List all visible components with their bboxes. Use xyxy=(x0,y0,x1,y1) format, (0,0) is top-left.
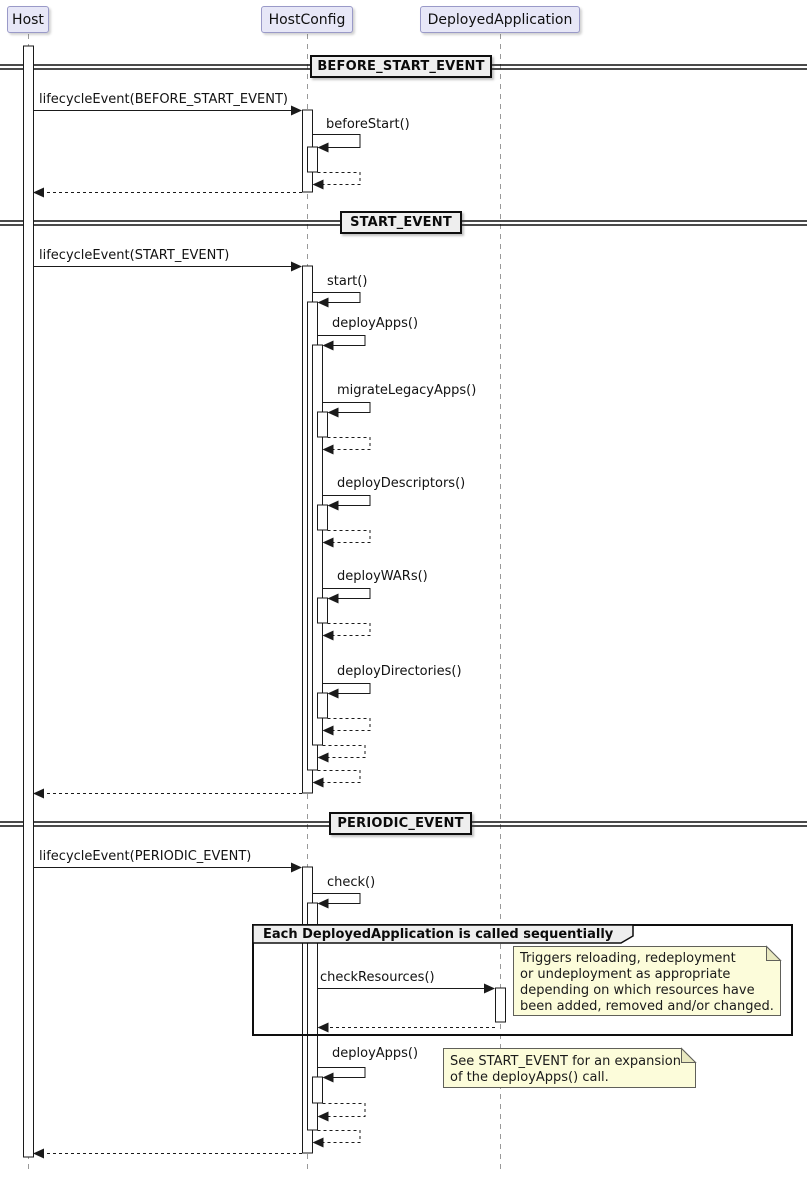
message-label-lifecycle-periodic: lifecycleEvent(PERIODIC_EVENT) xyxy=(39,849,252,864)
message-label-deployapps-periodic: deployApps() xyxy=(332,1046,419,1061)
message-label-deploydescriptors: deployDescriptors() xyxy=(337,476,466,491)
message-label-check: check() xyxy=(327,875,376,890)
divider-start-event: START_EVENT xyxy=(340,211,462,234)
arrowhead-left-icon xyxy=(317,752,329,763)
arrowhead-left-icon xyxy=(322,444,334,455)
arrowhead-left-icon xyxy=(327,688,339,699)
participant-host: Host xyxy=(7,6,49,33)
activation-deployapps-periodic xyxy=(312,1076,323,1104)
arrowhead-right-icon xyxy=(291,862,302,873)
arrowhead-right-icon xyxy=(291,261,302,272)
activation-migratelegacyapps xyxy=(317,411,328,438)
activation-deployapps xyxy=(312,344,323,746)
arrowhead-left-icon xyxy=(317,1022,329,1033)
return-arrows xyxy=(33,172,495,1159)
arrow-deployapps-periodic-self xyxy=(317,1067,366,1083)
arrow-start-self xyxy=(312,292,361,308)
return-lifecycle-start-to-host xyxy=(33,788,302,799)
call-arrows xyxy=(33,105,495,1083)
arrowhead-left-icon xyxy=(317,898,329,909)
note-checkresources xyxy=(513,946,781,1016)
divider-lines xyxy=(0,64,807,827)
return-deploydescriptors xyxy=(322,530,371,548)
arrowhead-left-icon xyxy=(33,1148,44,1159)
activation-deploydirectories xyxy=(317,692,328,719)
return-check xyxy=(312,1130,361,1148)
arrowhead-left-icon xyxy=(312,179,324,190)
arrow-check-self xyxy=(312,893,361,909)
arrowhead-left-icon xyxy=(327,500,339,511)
arrowhead-left-icon xyxy=(322,725,334,736)
note-text-deployapps: See START_EVENT for an expansion of the … xyxy=(450,1054,681,1085)
activation-host xyxy=(23,45,34,1158)
return-deployapps-periodic xyxy=(317,1103,366,1122)
message-label-beforestart: beforeStart() xyxy=(326,117,410,132)
arrowhead-left-icon xyxy=(317,142,329,153)
arrow-lifecycle-before xyxy=(33,105,302,116)
message-label-deployapps: deployApps() xyxy=(332,316,419,331)
note-text-checkresources: Triggers reloading, redeployment or unde… xyxy=(520,951,774,1014)
message-label-deploywars: deployWARs() xyxy=(337,569,428,584)
note-fold-icon xyxy=(681,1047,697,1063)
arrowhead-left-icon xyxy=(327,593,339,604)
arrowhead-left-icon xyxy=(317,1111,329,1122)
arrowhead-left-icon xyxy=(322,340,334,351)
message-label-migratelegacyapps: migrateLegacyApps() xyxy=(337,383,477,398)
return-checkresources xyxy=(317,1022,495,1033)
lifelines xyxy=(28,34,501,1172)
arrowhead-right-icon xyxy=(291,105,302,116)
return-start xyxy=(312,770,361,788)
activation-bars xyxy=(23,45,506,1158)
return-deploywars xyxy=(322,623,371,641)
arrow-checkresources xyxy=(317,983,495,994)
return-lifecycle-periodic-to-host xyxy=(33,1148,302,1159)
arrow-beforestart-self xyxy=(312,134,361,153)
arrowhead-left-icon xyxy=(312,777,324,788)
message-label-deploydirectories: deployDirectories() xyxy=(337,664,462,679)
arrowhead-left-icon xyxy=(327,407,339,418)
divider-before-start-event: BEFORE_START_EVENT xyxy=(310,55,492,78)
message-label-checkresources: checkResources() xyxy=(320,970,435,985)
arrowhead-left-icon xyxy=(33,788,44,799)
arrowhead-left-icon xyxy=(322,537,334,548)
arrow-deploydirectories-self xyxy=(322,683,371,699)
activation-check xyxy=(307,902,318,1131)
arrowhead-left-icon xyxy=(322,1072,334,1083)
arrow-deployapps-self xyxy=(317,335,366,351)
arrow-lifecycle-start xyxy=(33,261,302,272)
group-title-pentagon xyxy=(252,924,634,944)
message-label-lifecycle-before: lifecycleEvent(BEFORE_START_EVENT) xyxy=(39,92,288,107)
participant-hostconfig: HostConfig xyxy=(261,6,353,33)
participant-deployedapplication: DeployedApplication xyxy=(420,6,580,33)
arrowhead-left-icon xyxy=(322,630,334,641)
return-lifecycle-before-to-host xyxy=(33,187,302,198)
arrowhead-right-icon xyxy=(484,983,495,994)
arrow-migratelegacyapps-self xyxy=(322,402,371,418)
return-deploydirectories xyxy=(322,718,371,736)
return-migratelegacyapps xyxy=(322,437,371,455)
arrow-deploydescriptors-self xyxy=(322,495,371,511)
message-label-lifecycle-start: lifecycleEvent(START_EVENT) xyxy=(39,248,230,263)
return-deployapps xyxy=(317,745,366,763)
group-frame xyxy=(252,924,793,1036)
activation-checkresources xyxy=(495,987,506,1023)
arrowhead-left-icon xyxy=(312,1137,324,1148)
arrowhead-left-icon xyxy=(33,187,44,198)
arrowhead-left-icon xyxy=(317,297,329,308)
arrow-lifecycle-periodic xyxy=(33,862,302,873)
activation-deploywars xyxy=(317,597,328,624)
return-beforestart xyxy=(312,172,361,190)
notes xyxy=(443,945,782,1088)
note-fold-icon xyxy=(766,945,782,961)
note-deployapps xyxy=(443,1048,696,1088)
activation-deploydescriptors xyxy=(317,504,328,531)
arrow-deploywars-self xyxy=(322,588,371,604)
divider-periodic-event: PERIODIC_EVENT xyxy=(329,812,472,835)
group-title: Each DeployedApplication is called seque… xyxy=(263,927,614,942)
message-label-start: start() xyxy=(327,274,368,289)
activation-beforestart xyxy=(307,146,318,173)
